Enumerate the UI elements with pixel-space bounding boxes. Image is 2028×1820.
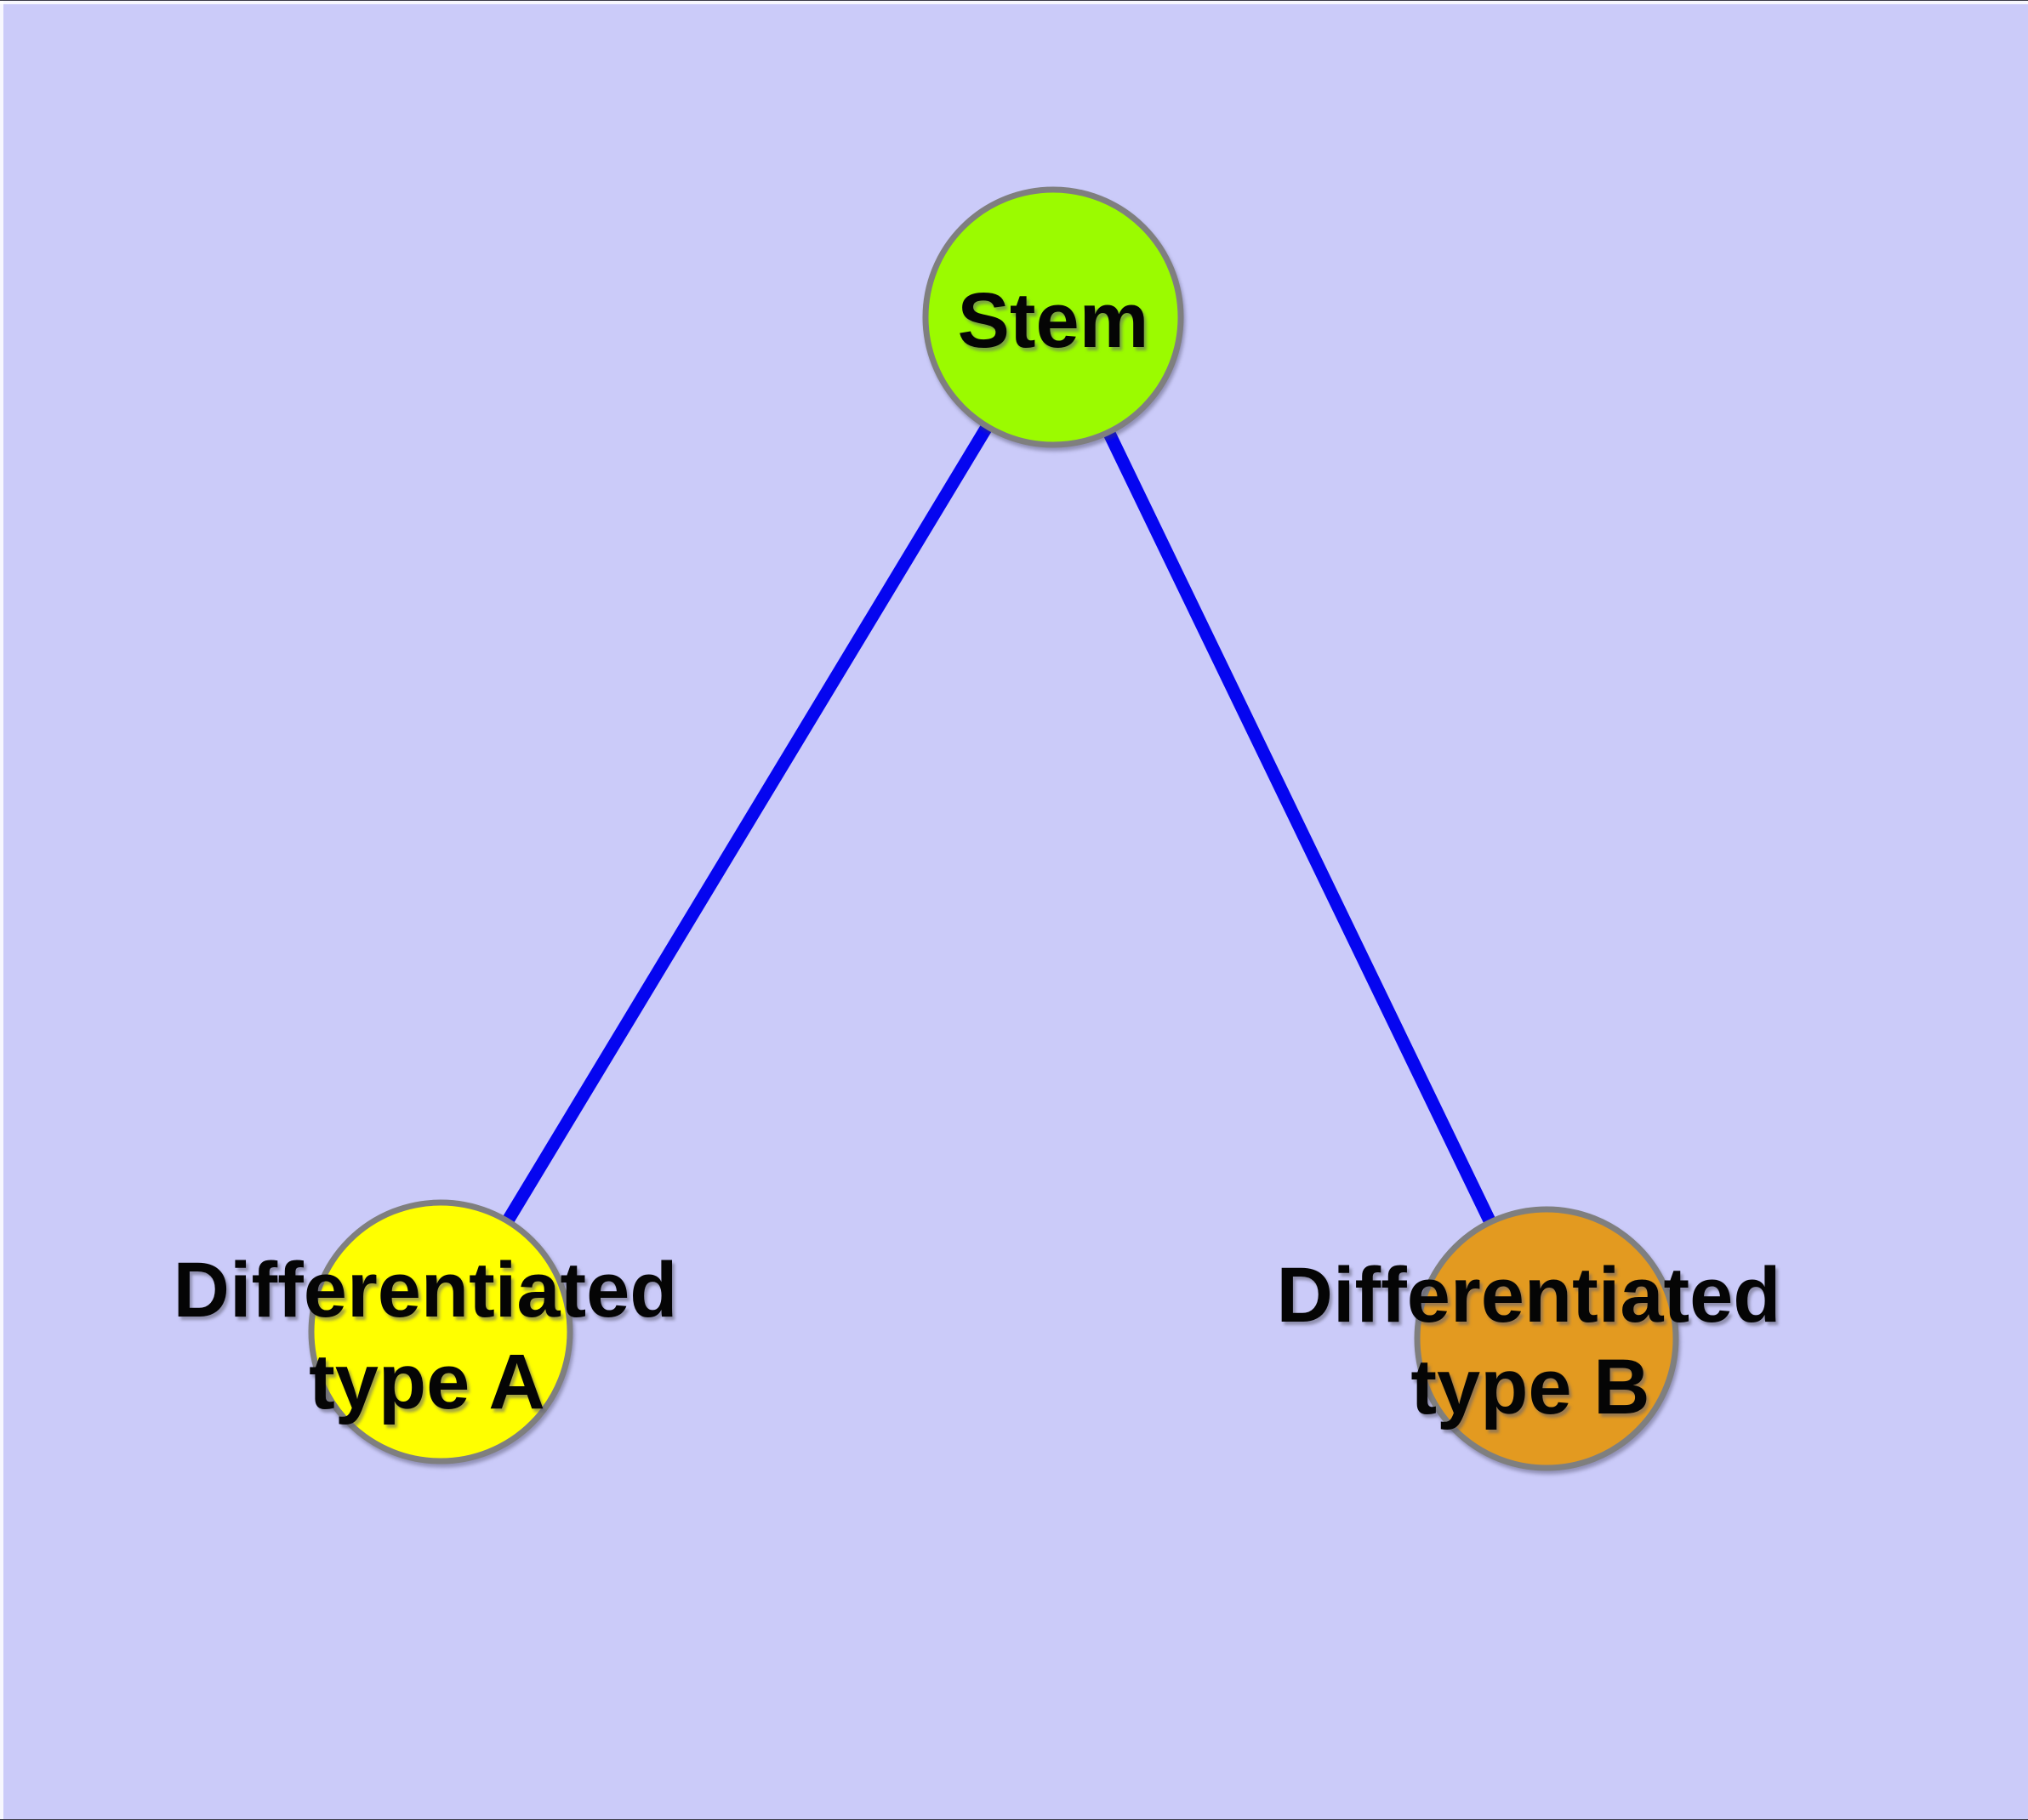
node-type-a (308, 1199, 573, 1465)
node-label-type-b-line1: Differentiated (1277, 1252, 1781, 1339)
edge-stem-type-b (1047, 314, 1552, 1342)
node-label-type-b-line2: type B (1410, 1344, 1649, 1430)
node-stem (922, 186, 1184, 448)
node-type-b (1414, 1206, 1679, 1471)
node-label-type-a-line1: Differentiated (174, 1247, 678, 1334)
edge-stem-type-a (435, 314, 1059, 1335)
node-label-stem: Stem (958, 277, 1149, 364)
node-label-type-a-line2: type A (309, 1339, 545, 1425)
